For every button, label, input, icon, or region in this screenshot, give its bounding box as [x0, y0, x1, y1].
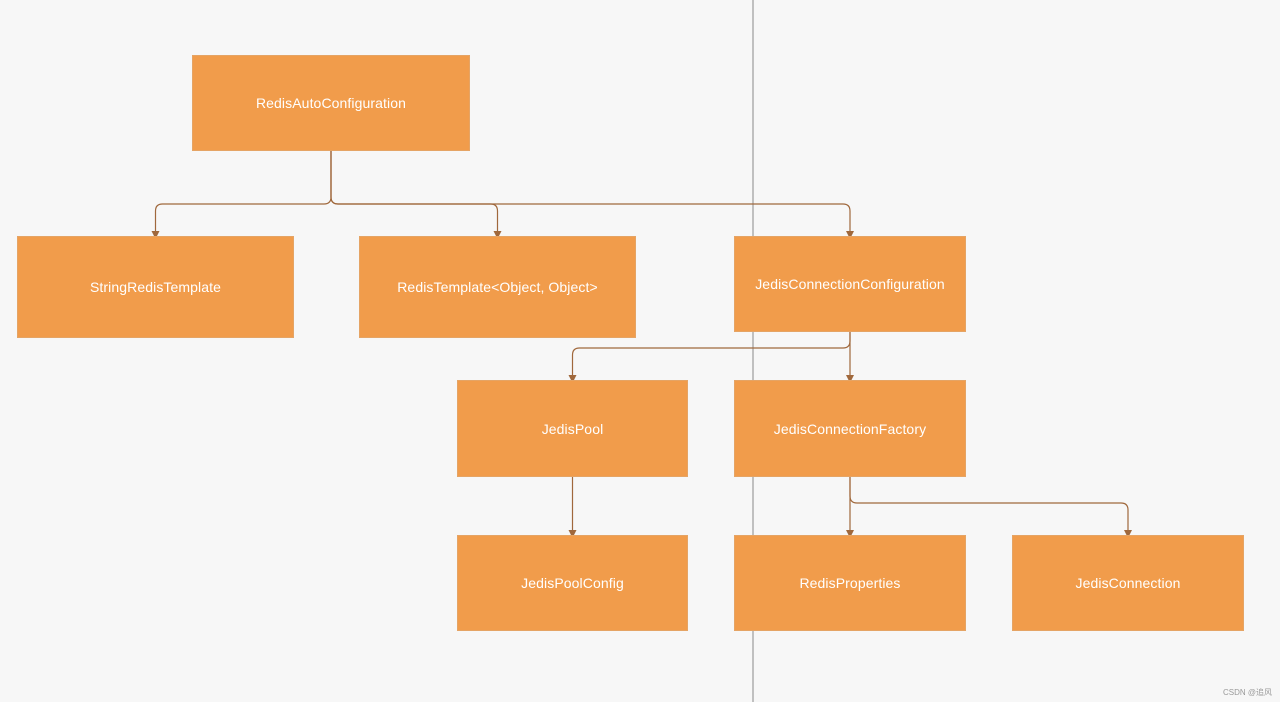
node-jedis-connection[interactable]: JedisConnection: [1012, 535, 1244, 631]
edge-redis-auto-configuration-to-string-redis-template: [151, 151, 332, 239]
node-jedis-pool-config[interactable]: JedisPoolConfig: [457, 535, 688, 631]
watermark-text: CSDN @追风: [1222, 688, 1272, 697]
node-string-redis-template[interactable]: StringRedisTemplate: [17, 236, 294, 338]
edge-redis-auto-configuration-to-redis-template: [330, 151, 502, 239]
edge-redis-auto-configuration-to-jedis-connection-configuration: [330, 151, 854, 239]
node-jedis-connection-factory[interactable]: JedisConnectionFactory: [734, 380, 966, 477]
node-jedis-connection-configuration[interactable]: JedisConnectionConfiguration: [734, 236, 966, 332]
node-redis-properties[interactable]: RedisProperties: [734, 535, 966, 631]
edge-jedis-connection-factory-to-jedis-connection: [849, 477, 1132, 538]
node-redis-auto-configuration[interactable]: RedisAutoConfiguration: [192, 55, 470, 151]
node-jedis-pool[interactable]: JedisPool: [457, 380, 688, 477]
node-redis-template[interactable]: RedisTemplate<Object, Object>: [359, 236, 636, 338]
edge-jedis-connection-configuration-to-jedis-pool: [568, 332, 851, 383]
